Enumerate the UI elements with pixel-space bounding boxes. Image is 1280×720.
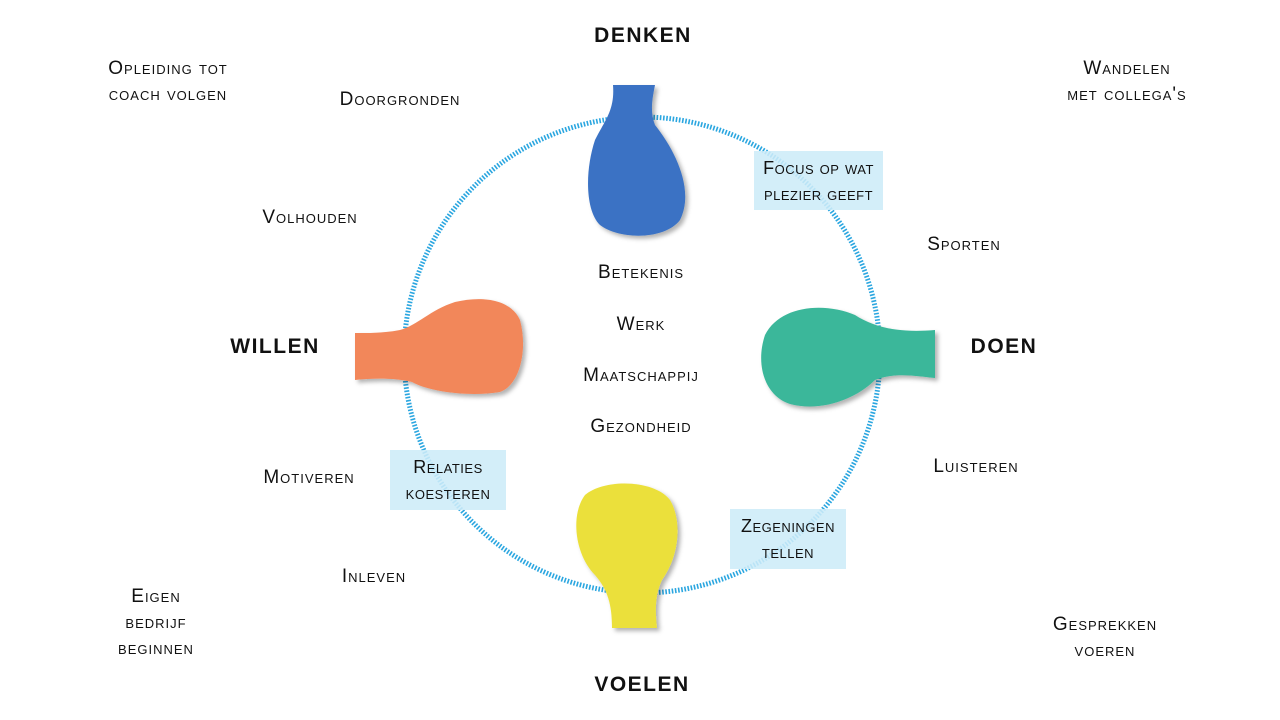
corner-line: bedrijf: [125, 612, 187, 633]
center-item-betekenis: Betekenis: [598, 262, 684, 283]
corner-line: Opleiding tot: [108, 58, 228, 79]
highlight-box-relaties: Relaties koesteren: [390, 450, 506, 510]
center-item-werk: Werk: [616, 314, 666, 335]
corner-line: Gesprekken: [1052, 614, 1158, 635]
axis-label-doen: DOEN: [970, 335, 1038, 358]
axis-label-willen: WILLEN: [230, 335, 320, 358]
balloon-willen-icon: [355, 299, 524, 394]
corner-label-bottom-left: Eigen bedrijf beginnen: [118, 584, 194, 662]
balloon-voelen-icon: [576, 483, 678, 628]
box-line: koesteren: [405, 483, 491, 503]
corner-label-bottom-right: Gesprekken voeren: [1053, 612, 1157, 664]
corner-line: coach volgen: [108, 84, 228, 105]
label-inleven: Inleven: [341, 566, 407, 587]
label-motiveren: Motiveren: [263, 467, 355, 488]
corner-line: Wandelen: [1083, 58, 1171, 79]
box-line: Focus op wat: [763, 157, 874, 178]
axis-label-voelen: VOELEN: [594, 673, 690, 696]
box-line: Zegeningen: [740, 516, 835, 536]
axis-label-denken: DENKEN: [594, 24, 692, 47]
balloon-denken-icon: [588, 85, 686, 236]
center-item-maatschappij: Maatschappij: [583, 365, 699, 386]
box-line: plezier geeft: [763, 183, 874, 204]
corner-line: beginnen: [118, 638, 194, 659]
corner-line: met collega's: [1067, 84, 1187, 105]
corner-label-top-left: Opleiding tot coach volgen: [108, 56, 228, 108]
center-item-gezondheid: Gezondheid: [590, 416, 692, 437]
label-sporten: Sporten: [927, 234, 1001, 255]
box-line: Relaties: [413, 457, 483, 477]
highlight-box-zegeningen: Zegeningen tellen: [730, 509, 846, 569]
label-volhouden: Volhouden: [262, 207, 358, 228]
highlight-box-focus: Focus op wat plezier geeft: [754, 151, 883, 210]
box-line: tellen: [761, 542, 815, 562]
corner-line: voeren: [1074, 640, 1136, 661]
label-luisteren: Luisteren: [933, 456, 1019, 477]
balloon-doen-icon: [761, 307, 935, 407]
corner-line: Eigen: [131, 586, 181, 607]
label-doorgronden: Doorgronden: [339, 89, 461, 110]
corner-label-top-right: Wandelen met collega's: [1067, 56, 1186, 108]
